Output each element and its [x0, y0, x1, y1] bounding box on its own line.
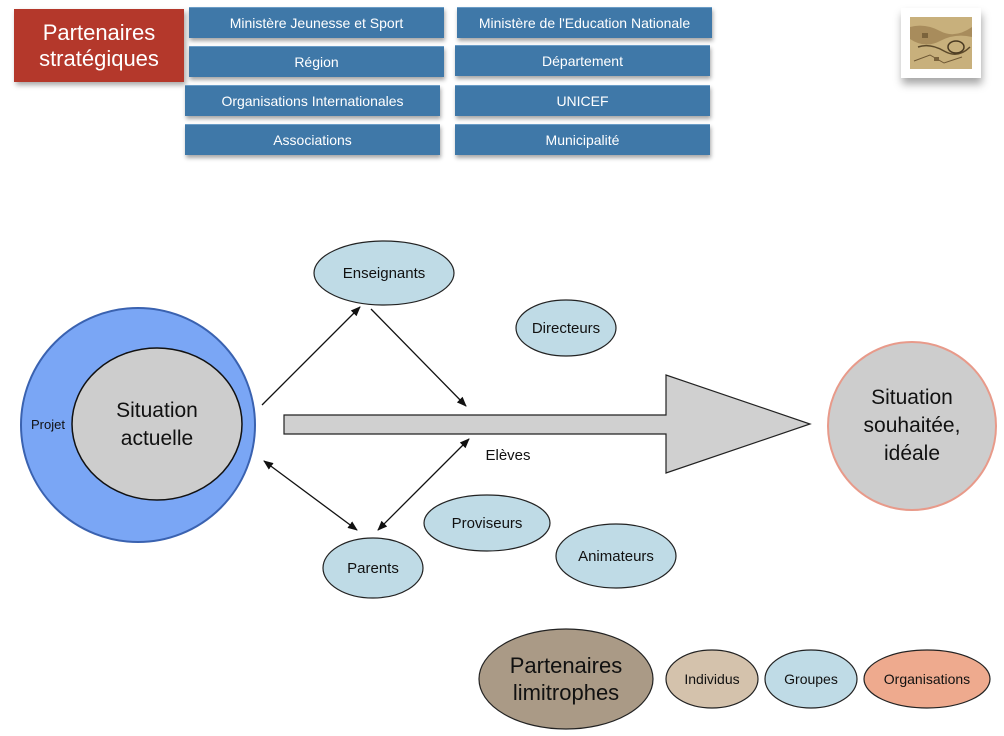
strategic-partners-title: Partenaires stratégiques [14, 9, 184, 82]
partner-departement: Département [455, 45, 710, 76]
partner-municipalite: Municipalité [455, 124, 710, 155]
parents-ellipse [322, 537, 424, 599]
groupes-label: Groupes [784, 671, 838, 687]
situation-actuelle-label: Situation actuelle [87, 396, 227, 454]
arrow-to-enseignants [261, 306, 361, 406]
situation-ideale-line-3: idéale [883, 442, 941, 465]
proviseurs-label: Proviseurs [451, 514, 523, 532]
map-illustration [910, 17, 972, 69]
partner-region: Région [189, 46, 444, 77]
arrow-enseignants-to-arrow [370, 308, 467, 407]
situation-actuelle-line-2: actuelle [120, 427, 194, 450]
partner-organisations-internationales: Organisations Internationales [185, 85, 440, 116]
situation-ideale-label: Situation souhaitée, idéale [832, 383, 992, 469]
eleves-label: Elèves [485, 446, 531, 464]
partenaires-limitrophes-label: Partenaires limitrophes [481, 650, 651, 708]
legend-title-line-2: limitrophes [512, 680, 620, 705]
arrow-situation-parents [263, 460, 358, 531]
projet-label: Projet [31, 416, 65, 432]
partner-unicef: UNICEF [455, 85, 710, 116]
enseignants-label: Enseignants [342, 264, 426, 282]
organisations-ellipse [863, 649, 991, 709]
organisations-label: Organisations [883, 671, 971, 687]
animateurs-label: Animateurs [578, 547, 654, 565]
partner-ministere-jeunesse-sport: Ministère Jeunesse et Sport [189, 7, 444, 38]
situation-ideale-line-2: souhaitée, [863, 414, 961, 437]
groupes-ellipse [764, 649, 858, 709]
directeurs-ellipse [515, 299, 617, 357]
directeurs-label: Directeurs [531, 319, 601, 337]
individus-label: Individus [684, 671, 740, 687]
partenaires-limitrophes-ellipse [478, 628, 654, 730]
progress-arrow [283, 374, 812, 474]
situation-actuelle-line-1: Situation [116, 399, 198, 422]
situation-ideale-circle [827, 341, 997, 511]
parents-label: Parents [347, 559, 399, 577]
situation-actuelle-ellipse [71, 347, 243, 501]
animateurs-ellipse [555, 523, 677, 589]
enseignants-ellipse [313, 240, 455, 306]
individus-ellipse [665, 649, 759, 709]
legend-title-line-1: Partenaires [509, 653, 623, 678]
map-photo [901, 8, 981, 78]
arrow-parents-eleves [377, 438, 470, 531]
partner-associations: Associations [185, 124, 440, 155]
title-line-1: Partenaires [42, 19, 156, 45]
situation-ideale-line-1: Situation [871, 386, 953, 409]
partner-ministere-education-nationale: Ministère de l'Education Nationale [457, 7, 712, 38]
title-line-2: stratégiques [39, 45, 159, 71]
